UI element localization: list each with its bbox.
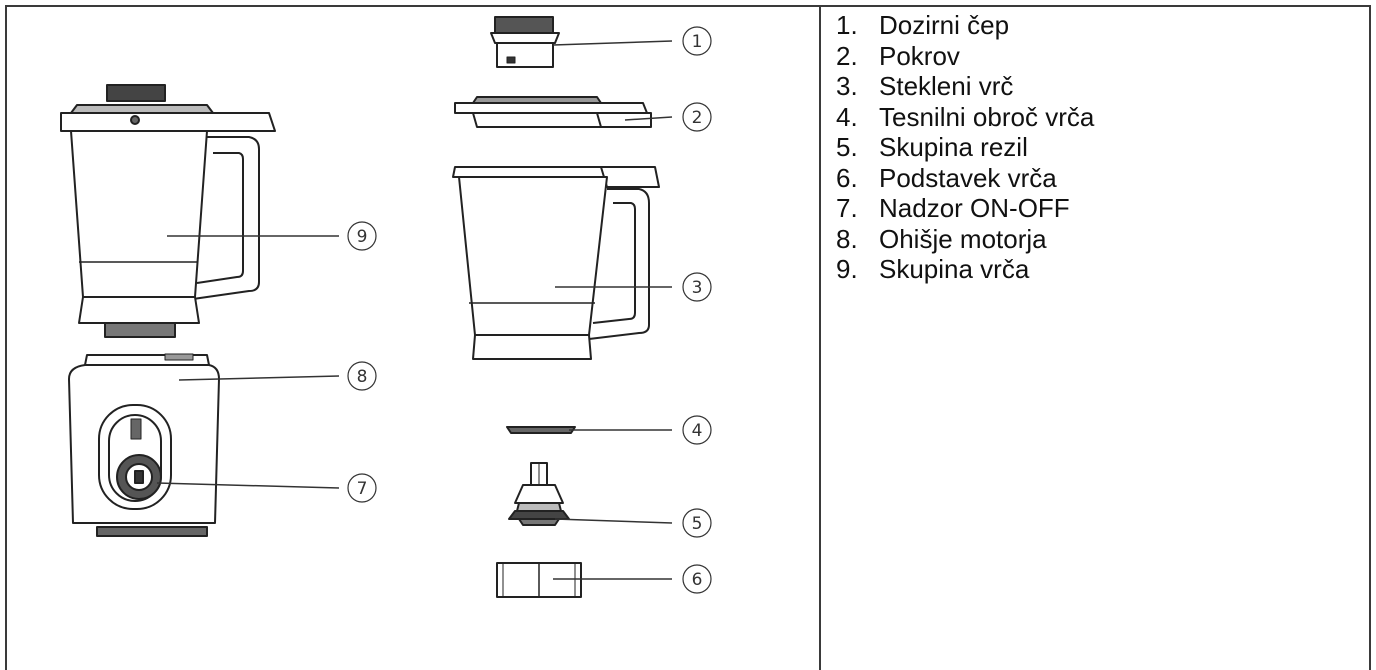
blade-assembly-drawing — [508, 462, 570, 526]
legend-label: Stekleni vrč — [879, 71, 1014, 101]
legend-number: 3. — [836, 71, 858, 101]
legend-item-2: 2. Pokrov — [836, 41, 1094, 72]
jug-base-drawing — [496, 562, 582, 598]
callout-circle-9 — [347, 221, 377, 251]
legend-label: Pokrov — [879, 40, 960, 71]
callout-circle-6 — [682, 564, 712, 594]
table-frame — [5, 5, 1371, 670]
leader-lines — [156, 40, 673, 580]
legend-label: Tesnilni obroč vrča — [879, 101, 1095, 132]
legend-number: 1. — [836, 10, 858, 40]
blender-drawing: 1 2 3 4 5 6 7 8 9 — [60, 16, 712, 598]
callout-circle-8 — [347, 361, 377, 391]
callout-number-9: 9 — [357, 227, 368, 247]
legend-item-4: 4. Tesnilni obroč vrča — [836, 102, 1094, 133]
legend-item-3: 3. Stekleni vrč — [836, 71, 1094, 102]
parts-legend: 1. Dozirni čep 2. Pokrov 3. Stekleni vrč 4.… — [836, 10, 1094, 285]
legend-label: Dozirni čep — [879, 10, 1010, 40]
callout-number-8: 8 — [357, 367, 368, 387]
legend-number: 8. — [836, 223, 858, 254]
legend-item-8: 8. Ohišje motorja — [836, 224, 1094, 255]
callout-circle-3 — [682, 272, 712, 302]
legend-number: 6. — [836, 162, 858, 193]
legend-number: 7. — [836, 193, 858, 223]
legend-label: Skupina rezil — [879, 132, 1028, 162]
column-divider — [819, 5, 821, 670]
legend-label: Skupina vrča — [879, 254, 1030, 284]
callout-number-7: 7 — [357, 479, 368, 499]
legend-item-7: 7. Nadzor ON-OFF — [836, 193, 1094, 224]
legend-label: Ohišje motorja — [879, 223, 1047, 254]
motor-housing-drawing — [68, 353, 220, 537]
glass-jug-drawing — [452, 166, 660, 360]
sealing-ring-drawing — [506, 426, 576, 434]
legend-number: 9. — [836, 254, 858, 284]
callout-number-1: 1 — [692, 32, 703, 52]
callout-circle-1 — [682, 26, 712, 56]
callout-circle-2 — [682, 102, 712, 132]
legend-label: Podstavek vrča — [879, 162, 1057, 193]
lid-drawing — [454, 96, 652, 128]
legend-label: Nadzor ON-OFF — [879, 193, 1070, 223]
callout-number-2: 2 — [692, 108, 703, 128]
legend-item-6: 6. Podstavek vrča — [836, 163, 1094, 194]
callout-number-5: 5 — [692, 514, 703, 534]
callout-number-3: 3 — [692, 278, 703, 298]
callout-number-6: 6 — [692, 570, 703, 590]
assembled-jug-drawing — [60, 84, 276, 338]
legend-item-5: 5. Skupina rezil — [836, 132, 1094, 163]
callout-circle-7 — [347, 473, 377, 503]
dosing-cap-drawing — [490, 16, 560, 68]
callout-circle-5 — [682, 508, 712, 538]
blender-parts-diagram: 1 2 3 4 5 6 7 8 9 — [7, 7, 819, 670]
callout-circle-4 — [682, 415, 712, 445]
legend-number: 5. — [836, 132, 858, 162]
legend-number: 4. — [836, 101, 858, 132]
legend-item-9: 9. Skupina vrča — [836, 254, 1094, 285]
callout-number-4: 4 — [692, 421, 703, 441]
legend-item-1: 1. Dozirni čep — [836, 10, 1094, 41]
legend-number: 2. — [836, 40, 858, 71]
